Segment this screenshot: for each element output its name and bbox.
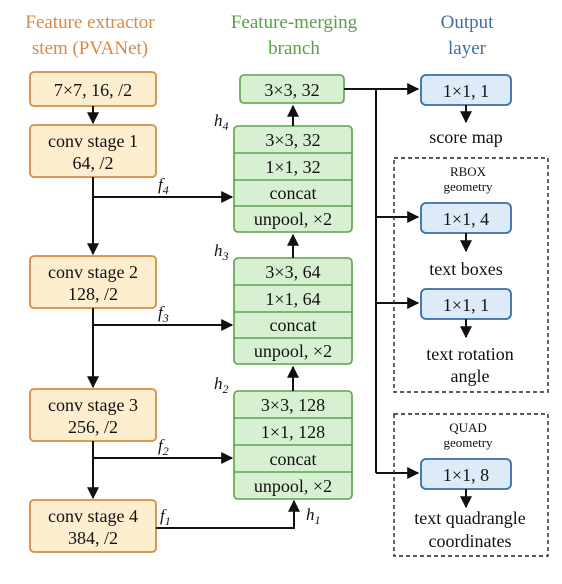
merge-group-1 [233,125,353,233]
merge-g1-row3: concat [270,183,317,203]
extractor-header-line2: stem (PVANet) [32,38,148,59]
conv-stage-4-line1: conv stage 4 [48,506,138,526]
merging-header-line2: branch [268,38,320,59]
output-header-line1: Output [441,12,495,33]
merging-header-line1: Feature-merging [231,12,358,33]
merge-group-3 [233,390,353,500]
label-h2: h2 [214,374,229,396]
text-quadrangle-line1: text quadrangle [414,508,525,528]
text-rotation-line1: text rotation [426,344,513,364]
quad-group [393,413,549,557]
extractor-header-line1: Feature extractor [25,12,155,33]
skip-f1-arrow [156,499,300,529]
label-f1: f1 [160,506,171,528]
label-h3: h3 [214,241,229,263]
score-map-label: score map [429,127,502,147]
merge-top-label: 3×3, 32 [264,80,319,100]
rbox-group [393,157,549,393]
rbox-angle-conv-label: 1×1, 1 [443,295,489,315]
merge-g3-row3: concat [270,449,317,469]
label-f3: f3 [158,303,169,325]
quad-title-line1: QUAD [449,420,487,435]
merge-g1-row4: unpool, ×2 [254,209,332,229]
rbox-title-line2: geometry [443,179,493,194]
score-conv-label: 1×1, 1 [443,81,489,101]
text-rotation-line2: angle [451,366,490,386]
merge-g2-row1: 3×3, 64 [265,262,320,282]
label-f2: f2 [158,436,169,458]
conv-stage-1-line1: conv stage 1 [48,131,138,151]
text-quadrangle-line2: coordinates [429,531,512,551]
quad-title-line2: geometry [443,435,493,450]
label-f4: f4 [158,175,169,197]
conv-stage-2-line1: conv stage 2 [48,262,138,282]
merge-g2-row4: unpool, ×2 [254,341,332,361]
stem-input-label: 7×7, 16, /2 [54,80,132,100]
conv-stage-3-line1: conv stage 3 [48,395,138,415]
output-header-line2: layer [448,38,487,59]
conv-stage-3-line2: 256, /2 [68,417,118,437]
label-h1: h1 [306,505,321,527]
conv-stage-1-line2: 64, /2 [72,153,113,173]
merge-g3-row4: unpool, ×2 [254,476,332,496]
rbox-title-line1: RBOX [450,164,487,179]
merge-g1-row1: 3×3, 32 [265,130,320,150]
text-boxes-label: text boxes [429,259,503,279]
merge-g2-row3: concat [270,315,317,335]
quad-conv-label: 1×1, 8 [443,465,489,485]
conv-stage-4-box [29,499,157,553]
conv-stage-2-line2: 128, /2 [68,284,118,304]
merge-g2-row2: 1×1, 64 [265,289,320,309]
merge-g1-row2: 1×1, 32 [265,157,320,177]
label-h4: h4 [214,111,229,133]
rbox-boxes-conv-label: 1×1, 4 [443,209,489,229]
conv-stage-4-line2: 384, /2 [68,528,118,548]
merge-g3-row2: 1×1, 128 [261,422,325,442]
merge-g3-row1: 3×3, 128 [261,395,325,415]
